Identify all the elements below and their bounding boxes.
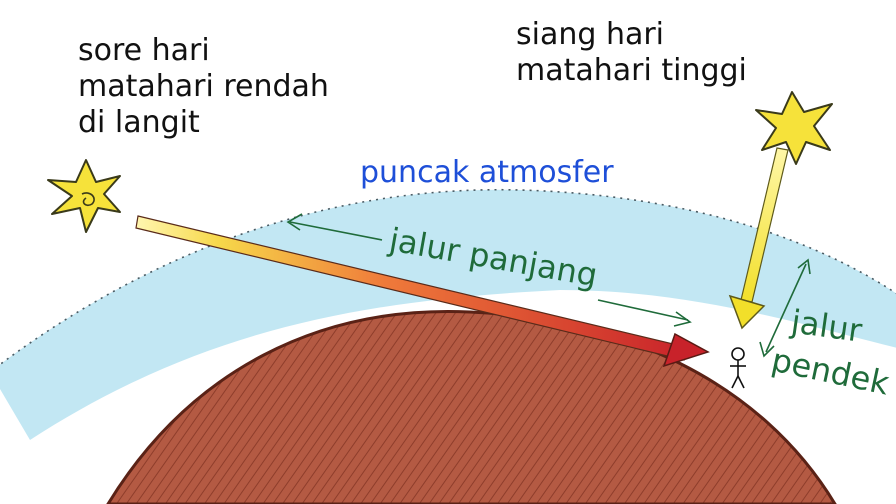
short-path-indicator	[759, 258, 811, 358]
evening-caption: sore hari matahari rendah di langit	[78, 33, 329, 140]
atmosphere-top-label: puncak atmosfer	[360, 155, 614, 190]
short-path-line-2: pendek	[768, 341, 893, 403]
noon-caption: siang hari matahari tinggi	[516, 17, 747, 88]
evening-line-1: sore hari	[78, 33, 210, 68]
evening-line-3: di langit	[78, 105, 200, 140]
evening-sun-icon	[47, 159, 121, 233]
earth-surface	[106, 309, 837, 504]
noon-line-2: matahari tinggi	[516, 53, 747, 88]
evening-line-2: matahari rendah	[78, 69, 329, 104]
short-ray-arrowhead	[728, 294, 766, 330]
atmosphere-layer	[0, 189, 896, 440]
noon-sun-icon	[755, 91, 833, 165]
long-path-indicator	[286, 213, 692, 327]
person-icon	[730, 347, 746, 389]
noon-line-1: siang hari	[516, 17, 664, 52]
long-ray-arrowhead	[662, 332, 710, 368]
